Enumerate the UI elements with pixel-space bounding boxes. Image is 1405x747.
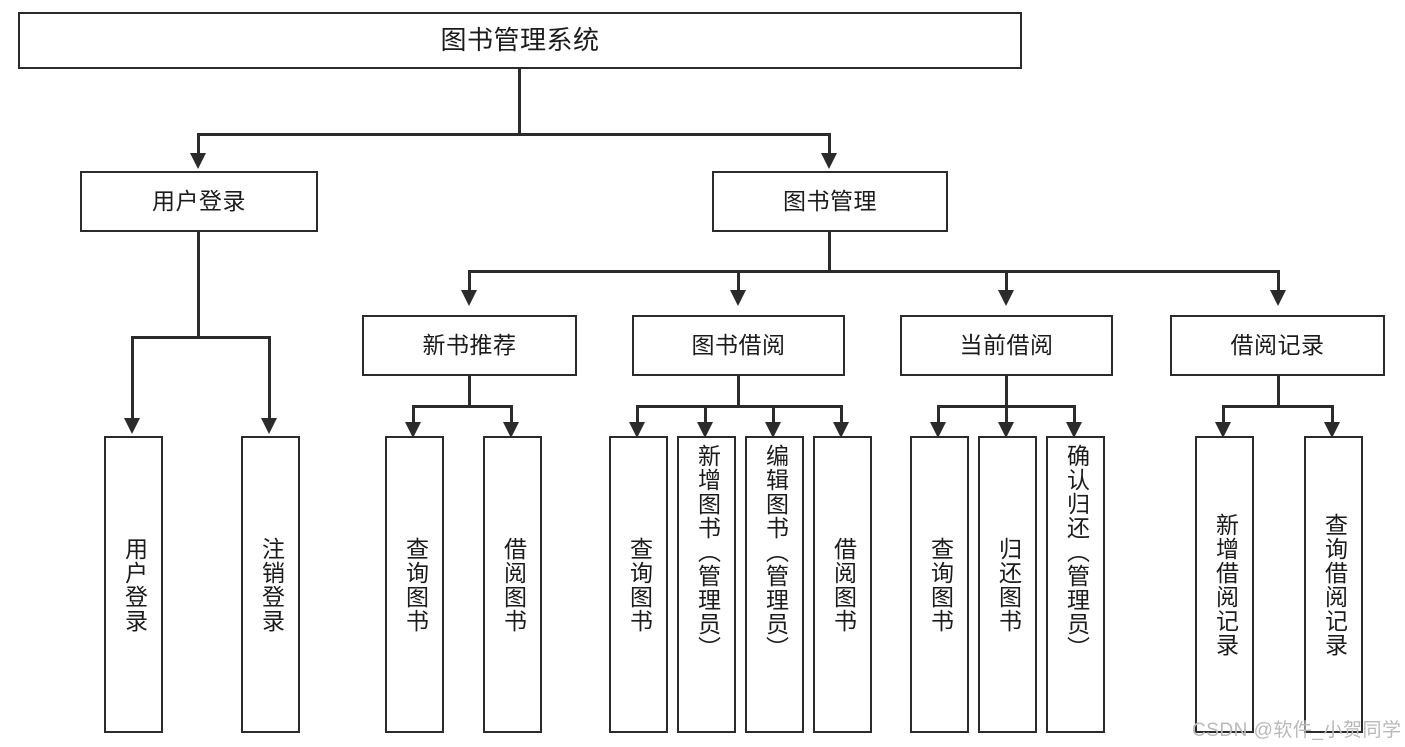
watermark-text: CSDN @软件_小贺同学 xyxy=(1192,720,1402,741)
node-label: 用户登录 xyxy=(152,187,246,214)
arrowhead-bookborrow-leaf-3 xyxy=(765,422,781,438)
node-label: 图书借阅 xyxy=(691,331,786,358)
connector-bookborrow-drop-4 xyxy=(840,405,843,425)
node-user-login[interactable]: 用户登录 xyxy=(80,171,318,232)
connector-userlogin-drop-2 xyxy=(268,336,271,420)
connector-root-bus xyxy=(197,133,831,136)
connector-newbook-drop-2 xyxy=(510,405,513,425)
connector-bookmgmt-bus xyxy=(468,270,1280,273)
node-label: 用户登录 xyxy=(121,536,148,633)
connector-userlogin-drop-1 xyxy=(131,336,134,420)
leaf-query-book-borrow[interactable]: 查询图书 xyxy=(609,436,668,733)
connector-bookborrow-drop-2 xyxy=(704,405,707,425)
leaf-return-book[interactable]: 归还图书 xyxy=(978,436,1037,733)
node-root-system[interactable]: 图书管理系统 xyxy=(18,12,1022,69)
node-book-management[interactable]: 图书管理 xyxy=(712,171,948,232)
leaf-query-book-recommend[interactable]: 查询图书 xyxy=(385,436,444,733)
node-label: 图书管理系统 xyxy=(440,25,600,56)
leaf-borrow-book-recommend[interactable]: 借阅图书 xyxy=(483,436,542,733)
arrowhead-currentborrow-leaf-1 xyxy=(930,422,946,438)
node-label: 查询图书 xyxy=(402,536,429,633)
arrowhead-newbook-leaf-1 xyxy=(405,422,421,438)
leaf-borrow-book[interactable]: 借阅图书 xyxy=(813,436,872,733)
arrowhead-user-login-leaf-2 xyxy=(261,418,277,434)
leaf-confirm-return-admin[interactable]: 确认归还（管理员） xyxy=(1046,436,1105,733)
connector-currentborrow-drop-3 xyxy=(1073,405,1076,425)
node-label: 归还图书 xyxy=(995,536,1022,633)
arrowhead-to-user-login xyxy=(190,153,206,169)
arrowhead-to-book-manage xyxy=(821,153,837,169)
arrowhead-bookborrow-leaf-4 xyxy=(833,422,849,438)
node-label: 确认归还（管理员） xyxy=(1063,444,1090,660)
connector-borrowrecord-drop-2 xyxy=(1331,405,1334,425)
connector-root-drop-left xyxy=(197,133,200,155)
connector-bookmgmt-drop-3 xyxy=(1005,270,1008,292)
connector-bookborrow-stem xyxy=(737,376,740,408)
leaf-add-book-admin[interactable]: 新增图书（管理员） xyxy=(677,436,736,733)
arrowhead-newbook-leaf-2 xyxy=(503,422,519,438)
arrowhead-to-current-borrow xyxy=(998,290,1014,306)
connector-borrowrecord-stem xyxy=(1277,376,1280,408)
node-book-borrow[interactable]: 图书借阅 xyxy=(632,315,845,376)
connector-bookmgmt-drop-1 xyxy=(468,270,471,292)
connector-bookmgmt-drop-4 xyxy=(1277,270,1280,292)
node-label: 新书推荐 xyxy=(422,331,517,358)
node-label: 借阅记录 xyxy=(1230,331,1325,358)
node-label: 编辑图书（管理员） xyxy=(762,444,789,660)
arrowhead-borrowrecord-leaf-2 xyxy=(1324,422,1340,438)
leaf-query-book-current[interactable]: 查询图书 xyxy=(910,436,969,733)
connector-newbook-stem xyxy=(468,376,471,408)
node-current-borrow[interactable]: 当前借阅 xyxy=(900,315,1113,376)
connector-root-drop-right xyxy=(828,133,831,155)
node-label: 查询图书 xyxy=(626,536,653,633)
connector-newbook-bus xyxy=(412,405,512,408)
arrowhead-borrowrecord-leaf-1 xyxy=(1215,422,1231,438)
leaf-edit-book-admin[interactable]: 编辑图书（管理员） xyxy=(745,436,804,733)
connector-newbook-drop-1 xyxy=(412,405,415,425)
connector-bookmgmt-drop-2 xyxy=(737,270,740,292)
connector-userlogin-stem xyxy=(197,232,200,338)
node-label: 当前借阅 xyxy=(959,331,1054,358)
connector-currentborrow-drop-2 xyxy=(1005,405,1008,425)
leaf-add-borrow-record[interactable]: 新增借阅记录 xyxy=(1195,436,1254,733)
arrowhead-to-book-borrow xyxy=(730,290,746,306)
connector-root-stem xyxy=(518,69,521,135)
arrowhead-to-new-book xyxy=(461,290,477,306)
node-label: 查询图书 xyxy=(927,536,954,633)
connector-borrowrecord-bus xyxy=(1222,405,1334,408)
arrowhead-currentborrow-leaf-2 xyxy=(998,422,1014,438)
arrowhead-bookborrow-leaf-1 xyxy=(629,422,645,438)
node-label: 新增借阅记录 xyxy=(1212,512,1239,657)
arrowhead-user-login-leaf-1 xyxy=(124,418,140,434)
arrowhead-to-borrow-record xyxy=(1270,290,1286,306)
node-label: 新增图书（管理员） xyxy=(694,444,721,660)
node-label: 图书管理 xyxy=(783,187,877,214)
connector-bookborrow-bus xyxy=(636,405,843,408)
leaf-logout[interactable]: 注销登录 xyxy=(241,436,300,733)
arrowhead-bookborrow-leaf-2 xyxy=(697,422,713,438)
connector-bookborrow-drop-3 xyxy=(772,405,775,425)
node-borrow-record[interactable]: 借阅记录 xyxy=(1170,315,1385,376)
connector-currentborrow-stem xyxy=(1005,376,1008,408)
leaf-user-login[interactable]: 用户登录 xyxy=(104,436,163,733)
leaf-query-borrow-record[interactable]: 查询借阅记录 xyxy=(1304,436,1363,733)
node-label: 查询借阅记录 xyxy=(1321,512,1348,657)
connector-userlogin-bus xyxy=(131,336,270,339)
arrowhead-currentborrow-leaf-3 xyxy=(1066,422,1082,438)
node-label: 借阅图书 xyxy=(830,536,857,633)
connector-bookborrow-drop-1 xyxy=(636,405,639,425)
node-new-book-recommend[interactable]: 新书推荐 xyxy=(362,315,577,376)
connector-borrowrecord-drop-1 xyxy=(1222,405,1225,425)
connector-bookmgmt-stem xyxy=(828,232,831,272)
node-label: 借阅图书 xyxy=(500,536,527,633)
connector-currentborrow-drop-1 xyxy=(937,405,940,425)
node-label: 注销登录 xyxy=(258,536,285,633)
